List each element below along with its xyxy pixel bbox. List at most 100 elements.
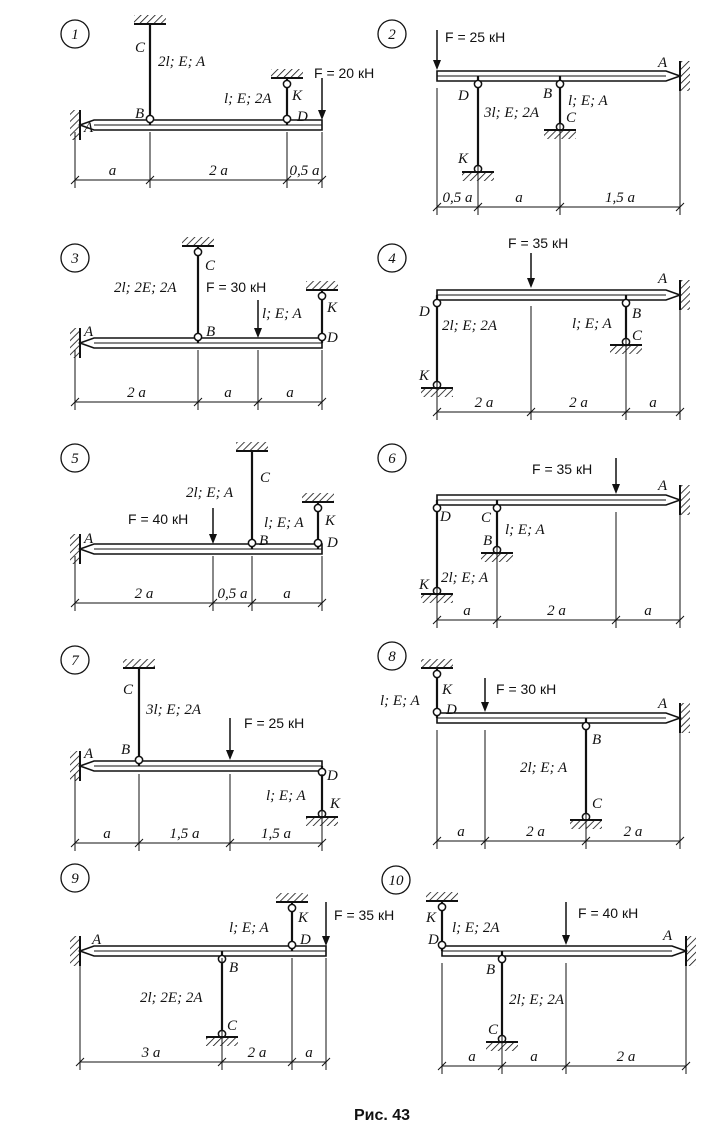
- dimension-tick: [70, 175, 80, 185]
- panel-number-circle: [60, 863, 90, 893]
- dimension-label: a: [644, 603, 652, 619]
- hinge-joint: [432, 503, 442, 513]
- rod-properties: 2l; E; A: [158, 54, 206, 70]
- dimension-label: 2 a: [569, 395, 588, 411]
- wall-hatch: [70, 328, 80, 358]
- panel-number-circle: [60, 443, 90, 473]
- force-label: F = 35 кН: [508, 235, 568, 251]
- ground-hatch: [306, 281, 338, 290]
- hinge-joint: [193, 332, 203, 342]
- point-label-a: A: [662, 928, 673, 944]
- dimension-tick: [497, 1061, 507, 1071]
- force-label: F = 30 кН: [206, 279, 266, 295]
- force-label: F = 25 кН: [445, 29, 505, 45]
- rod-properties: 2l; 2E; 2A: [114, 280, 177, 296]
- rod-properties: l; E; 2A: [224, 91, 272, 107]
- rod-properties: l; E; 2A: [452, 920, 500, 936]
- rod-properties: l; E; A: [505, 522, 546, 538]
- dimension-tick: [247, 598, 257, 608]
- point-label-d: D: [326, 330, 338, 346]
- dimension-tick: [561, 1061, 571, 1071]
- rod-properties: l; E; A: [262, 306, 303, 322]
- dimension-label: a: [283, 586, 291, 602]
- ground-hatch: [421, 659, 453, 668]
- dimension-tick: [287, 1057, 297, 1067]
- dimension-tick: [282, 175, 292, 185]
- wall-hatch: [70, 751, 80, 781]
- dimension-label: 2 a: [475, 395, 494, 411]
- point-label-c: C: [135, 40, 146, 56]
- dimension-tick: [134, 838, 144, 848]
- rod-properties: 2l; E; 2A: [509, 992, 565, 1008]
- rod-properties: 2l; 2E; 2A: [140, 990, 203, 1006]
- rod-properties: 2l; E; A: [441, 570, 489, 586]
- force-label: F = 25 кН: [244, 715, 304, 731]
- point-label-a: A: [83, 746, 94, 762]
- dimension-label: 0,5 a: [443, 190, 473, 206]
- force-arrow-head: [226, 750, 234, 760]
- force-arrow-head: [318, 110, 326, 120]
- dimension-label: 1,5 a: [261, 826, 291, 842]
- force-arrow-head: [254, 328, 262, 338]
- dimension-tick: [432, 836, 442, 846]
- panel-number: 10: [389, 873, 405, 889]
- hinge-joint: [287, 940, 297, 950]
- dimension-tick: [675, 615, 685, 625]
- wall-hatch: [680, 485, 690, 515]
- panel-number-circle: [60, 645, 90, 675]
- force-arrow-head: [209, 534, 217, 544]
- dimension-tick: [70, 838, 80, 848]
- dimension-tick: [317, 175, 327, 185]
- dimension-label: 3 a: [141, 1045, 161, 1061]
- wall-hatch: [70, 534, 80, 564]
- hinge-joint: [621, 298, 631, 308]
- dimension-label: 2 a: [248, 1045, 267, 1061]
- dimension-tick: [675, 407, 685, 417]
- beam: [436, 70, 683, 82]
- dimension-label: 2 a: [547, 603, 566, 619]
- hinge-joint: [437, 902, 447, 912]
- dimension-label: 1,5 a: [170, 826, 200, 842]
- hinge-joint: [282, 114, 292, 124]
- hinge-joint: [193, 247, 203, 257]
- ground-hatch: [271, 69, 303, 78]
- point-label-d: D: [326, 768, 338, 784]
- point-label-k: K: [297, 910, 309, 926]
- point-label-c: C: [488, 1022, 499, 1038]
- point-label-b: B: [632, 306, 641, 322]
- dimension-tick: [317, 838, 327, 848]
- point-label-k: K: [324, 513, 336, 529]
- dimension-label: a: [463, 603, 471, 619]
- point-label-a: A: [83, 531, 94, 547]
- dimension-label: a: [224, 385, 232, 401]
- panel-number-circle: [377, 641, 407, 671]
- ground-hatch: [236, 442, 268, 451]
- dimension-label: 1,5 a: [605, 190, 635, 206]
- force-arrow-head: [481, 702, 489, 712]
- hinge-joint: [313, 538, 323, 548]
- beam: [441, 945, 689, 957]
- dimension-tick: [621, 407, 631, 417]
- dimension-tick: [432, 202, 442, 212]
- point-label-c: C: [592, 796, 603, 812]
- panel-number-circle: [60, 243, 90, 273]
- point-label-b: B: [483, 533, 492, 549]
- ground-hatch: [276, 893, 308, 902]
- dimension-tick: [321, 1057, 331, 1067]
- point-label-c: C: [566, 110, 577, 126]
- hinge-joint: [432, 669, 442, 679]
- panel-number: 2: [388, 27, 396, 43]
- point-label-k: K: [326, 300, 338, 316]
- dimension-tick: [217, 1057, 227, 1067]
- force-arrow-head: [527, 278, 535, 288]
- wall-hatch: [70, 110, 80, 140]
- dimension-label: 2 a: [617, 1049, 636, 1065]
- force-arrow-head: [433, 60, 441, 70]
- dimension-label: a: [649, 395, 657, 411]
- panel-number-circle: [377, 243, 407, 273]
